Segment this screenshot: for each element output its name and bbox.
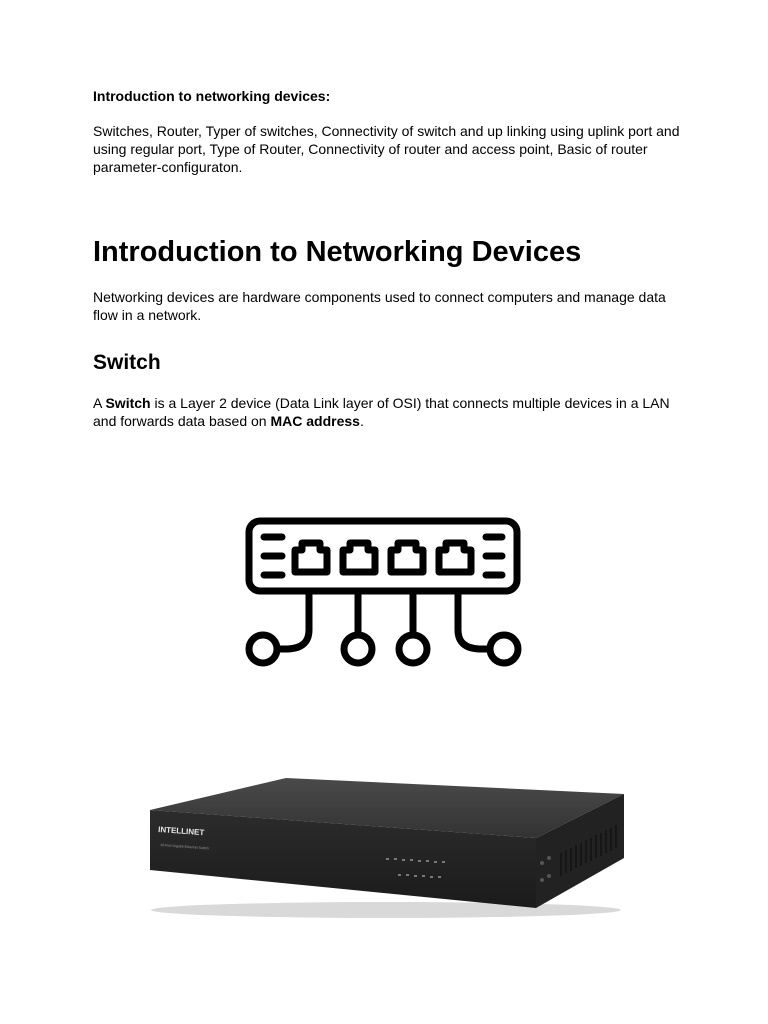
brand-logo: INTELLINET [158, 825, 205, 837]
device-node-icon [340, 631, 376, 667]
model-label: 16-Port Gigabit Ethernet Switch [160, 843, 209, 850]
switch-desc-bold-switch: Switch [105, 395, 151, 411]
cable-line [454, 591, 491, 653]
ethernet-port-icon [435, 539, 475, 576]
ethernet-port-icon [387, 539, 427, 576]
ethernet-port-icon [291, 539, 331, 576]
switch-side-face [536, 794, 624, 908]
device-node-icon [486, 631, 522, 667]
switch-desc-middle: is a Layer 2 device (Data Link layer of … [93, 395, 670, 429]
device-node-icon [395, 631, 431, 667]
switch-desc-bold-mac: MAC address [270, 413, 360, 429]
network-switch-photo: INTELLINET 16-Port Gigabit Ethernet Swit… [136, 758, 631, 928]
switch-description: A Switch is a Layer 2 device (Data Link … [93, 394, 683, 430]
switch-photo-svg: INTELLINET 16-Port Gigabit Ethernet Swit… [150, 778, 624, 918]
switch-body-outline [245, 517, 521, 595]
intro-heading: Introduction to networking devices: [93, 88, 331, 104]
switch-top-surface [150, 778, 624, 838]
switch-front-face [150, 810, 536, 908]
switch-icon-svg [245, 517, 522, 667]
main-title: Introduction to Networking Devices [93, 236, 582, 268]
switch-desc-prefix: A [93, 395, 106, 411]
intro-text: Switches, Router, Typer of switches, Con… [93, 123, 680, 175]
ethernet-port-icon [339, 539, 379, 576]
network-switch-icon [232, 448, 537, 738]
device-node-icon [245, 631, 281, 667]
cable-line [276, 591, 313, 653]
switch-desc-suffix: . [359, 413, 364, 429]
main-description: Networking devices are hardware componen… [93, 289, 666, 323]
switch-title: Switch [93, 351, 161, 374]
